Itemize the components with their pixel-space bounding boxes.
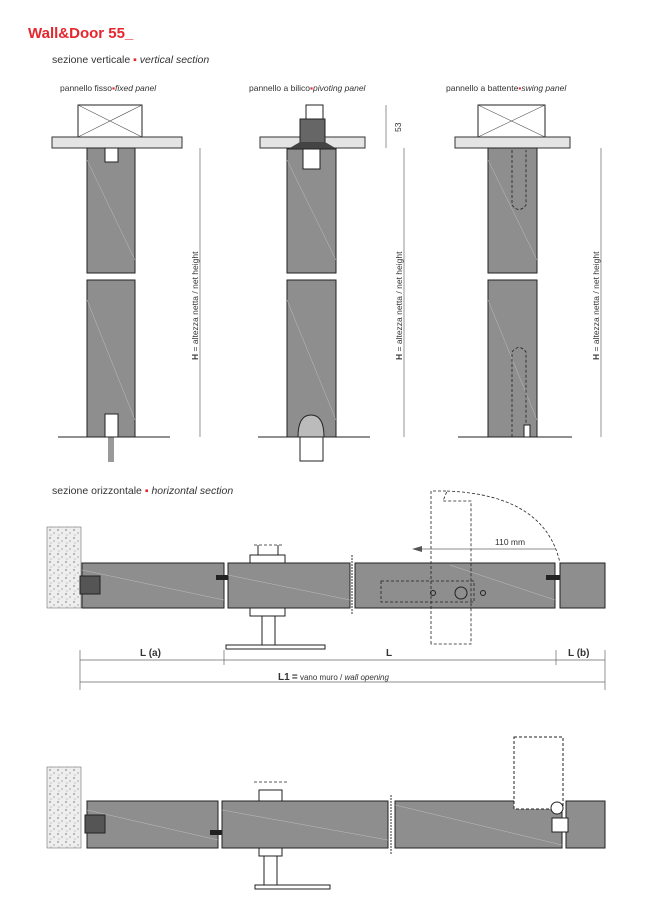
svg-text:sezione orizzontale ▪: sezione orizzontale ▪ horizontal section [52, 485, 233, 497]
top-dimension-53: 53 [393, 122, 403, 132]
dim-l-a: L (a) [140, 648, 161, 659]
height-dim-label: H = altezza netta / net height [394, 251, 404, 360]
separator-square: ▪ [133, 54, 137, 66]
vertical-pivoting-panel: 53 H = altezza netta / net height [258, 104, 405, 462]
panel-label-swing: pannello a battente▪swing panel [446, 83, 567, 93]
height-dim-label: H = altezza netta / net height [591, 251, 601, 360]
height-dim-label: H = altezza netta / net height [190, 251, 200, 360]
clearance-110mm: 110 mm [495, 537, 525, 547]
horizontal-section-label-it: sezione orizzontale [52, 485, 142, 497]
panel-label-fixed: pannello fisso▪fixed panel [60, 83, 157, 93]
vertical-fixed-panel: H = altezza netta / net height [51, 104, 201, 462]
dim-l: L [386, 648, 392, 659]
vertical-swing-panel: H = altezza netta / net height [454, 104, 602, 438]
vertical-section-label-it: sezione verticale [52, 54, 130, 66]
horizontal-section-label-en: horizontal section [151, 485, 233, 497]
horizontal-section-closed [46, 736, 606, 890]
vertical-section-label-en: vertical section [140, 54, 210, 66]
dim-l1-wall-opening: L1 = vano muro / wall opening [278, 672, 389, 683]
svg-text:sezione verticale ▪ ve: sezione verticale ▪ vertical section [52, 54, 209, 66]
panel-label-pivoting: pannello a bilico▪pivoting panel [249, 83, 367, 93]
dim-l-b: L (b) [568, 648, 589, 659]
page-title: Wall&Door 55_ [28, 25, 134, 42]
horizontal-section-open: 110 mm L (a) L L (b) L1 = vano muro / wa… [46, 490, 606, 690]
